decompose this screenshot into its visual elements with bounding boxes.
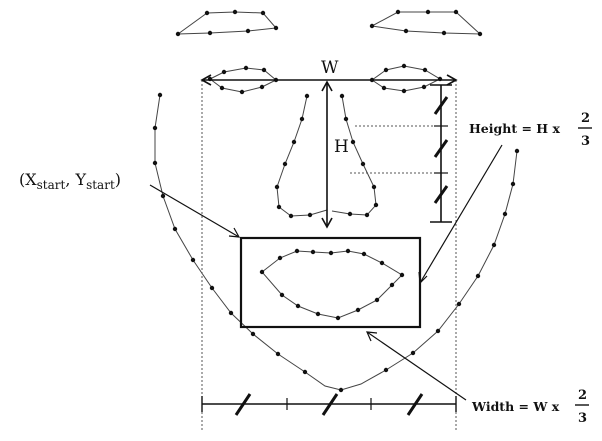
height-thirds-ruler (350, 85, 452, 222)
height-fraction-num: 2 (581, 111, 590, 126)
start-open: (X (19, 170, 37, 189)
height-h-measure (322, 82, 332, 227)
height-pointer-arrow (419, 145, 502, 283)
start-coordinate-label: (Xstart, Ystart) (19, 170, 121, 192)
width-fraction-num: 2 (578, 388, 587, 403)
height-formula-label: Height = H x (469, 121, 560, 136)
start-pointer-arrow (150, 185, 239, 237)
left-eyebrow (178, 12, 276, 34)
start-mid: , Y (65, 170, 86, 189)
width-thirds-ruler (202, 394, 456, 415)
h-label: H (334, 137, 349, 157)
start-sub-y: start (86, 178, 115, 192)
start-sub-x: start (37, 178, 66, 192)
w-label: W (321, 58, 339, 78)
width-fraction-den: 3 (578, 411, 587, 426)
start-close: ) (115, 170, 121, 189)
height-fraction-den: 3 (581, 134, 590, 149)
width-pointer-arrow (367, 332, 466, 400)
width-formula-label: Width = W x (471, 399, 560, 414)
right-eyebrow (372, 12, 480, 34)
